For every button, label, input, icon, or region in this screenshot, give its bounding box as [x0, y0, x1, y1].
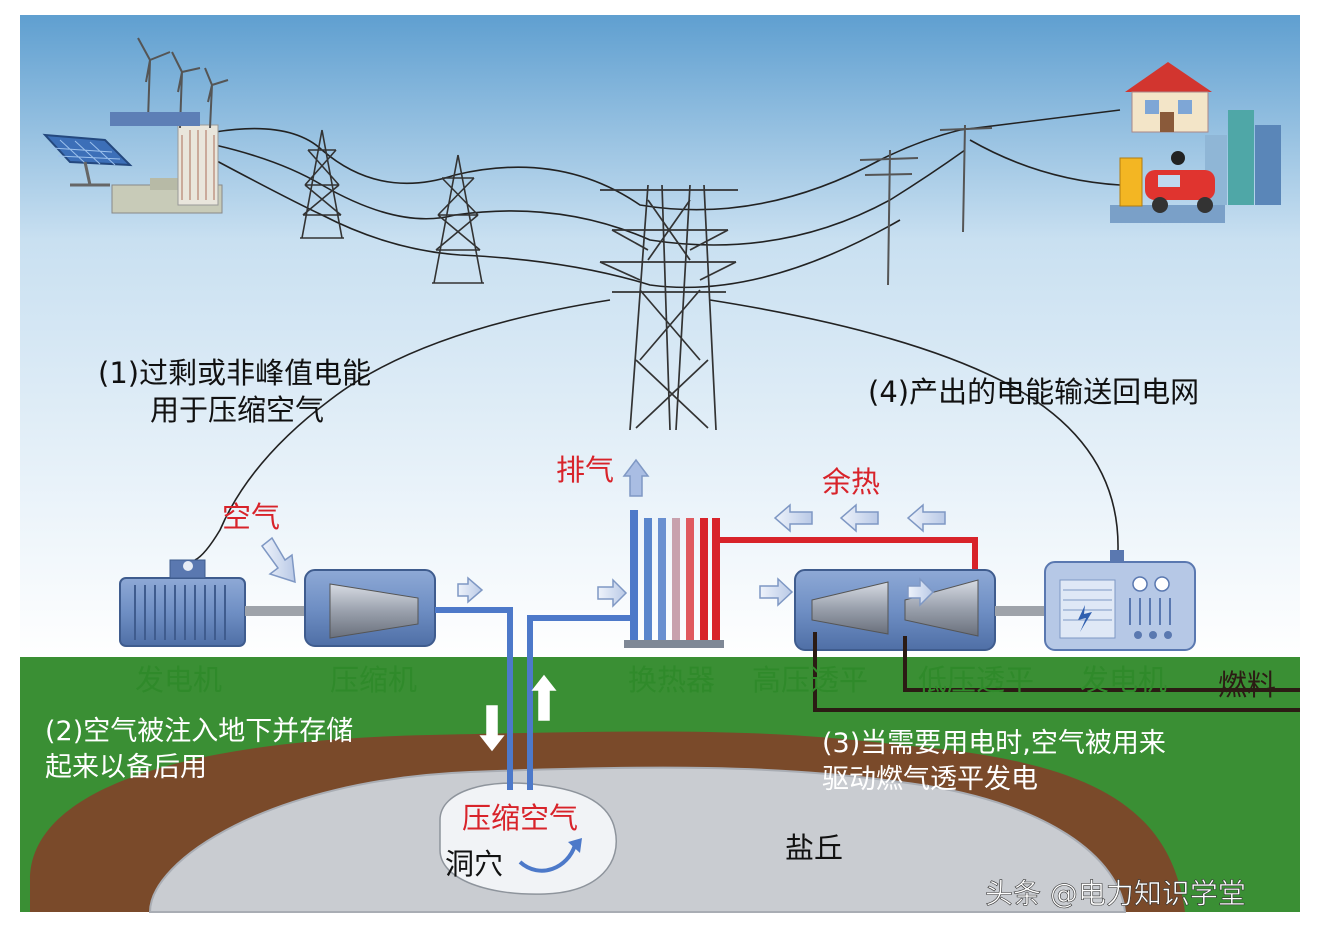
- cavern-swirl-arrow: [518, 844, 577, 873]
- hp-turbine-cone: [811, 581, 889, 635]
- compressor: [304, 569, 436, 647]
- label-salt-dome: 盐丘: [785, 831, 843, 865]
- label-compressed-air: 压缩空气: [462, 801, 578, 835]
- tower-small-2: [432, 154, 484, 284]
- watermark: 头条 @电力知识学堂: [985, 877, 1246, 910]
- air-intake-arrow: [260, 536, 296, 584]
- salt-dome: [148, 766, 1127, 913]
- down-arrow: [479, 705, 505, 752]
- mid-turbine-arrow: [907, 577, 935, 607]
- fuel-line: [813, 632, 1300, 712]
- cavern: [439, 782, 617, 895]
- step1-line2: 用于压缩空气: [150, 393, 324, 427]
- tower-small-1: [300, 129, 344, 239]
- air-pipes: [435, 607, 805, 790]
- label-waste-heat: 余热: [822, 465, 880, 499]
- heat-exchanger: [624, 510, 724, 648]
- generator-left: [119, 559, 246, 647]
- label-compressor: 压缩机: [330, 663, 417, 697]
- flow-arrows: [260, 458, 946, 752]
- solar-panel: [42, 133, 133, 187]
- wind-turbines: [137, 37, 229, 129]
- step2-line2: 起来以备后用: [45, 752, 207, 783]
- label-hp-turbine: 高压透平: [752, 663, 868, 697]
- consumers: [1110, 62, 1281, 223]
- hx-in-arrow: [597, 578, 628, 608]
- underground-labels: 洞穴 盐丘: [445, 831, 843, 881]
- waste-heat-arrow-2: [839, 503, 879, 533]
- waste-heat-arrow-3: [906, 503, 946, 533]
- house: [1125, 62, 1212, 133]
- up-arrow: [531, 674, 557, 721]
- label-exhaust: 排气: [556, 453, 614, 487]
- ground: [20, 657, 1300, 913]
- waste-heat-pipe: [716, 537, 978, 580]
- label-lp-turbine: 低压透平: [918, 663, 1034, 697]
- label-cavern: 洞穴: [445, 847, 503, 881]
- step-labels: (1)过剩或非峰值电能 用于压缩空气 (4)产出的电能输送回电网: [98, 356, 1199, 427]
- step2-line1: (2)空气被注入地下并存储: [45, 716, 353, 747]
- underground-step-labels: (2)空气被注入地下并存储 起来以备后用 (3)当需要用电时,空气被用来 驱动燃…: [45, 716, 1166, 795]
- coal-plant: [111, 124, 223, 214]
- generator-right: [1044, 550, 1196, 651]
- generation-plant: [42, 37, 229, 214]
- label-generator-left: 发电机: [135, 663, 222, 697]
- exhaust-arrow: [622, 458, 650, 497]
- waste-heat-arrow-1: [773, 503, 813, 533]
- ev-charger-and-car: [1110, 151, 1225, 223]
- label-heat-exchanger: 换热器: [628, 663, 715, 697]
- flow-labels: 空气 排气 余热 压缩空气: [222, 453, 880, 835]
- tower-large: [599, 184, 738, 431]
- turbine-housing: [794, 569, 996, 651]
- turbine-in-arrow: [759, 577, 794, 607]
- component-labels: 发电机 压缩机 换热器 高压透平 低压透平 发电机 燃料: [135, 663, 1276, 702]
- step1-line1: (1)过剩或非峰值电能: [98, 356, 371, 390]
- compressor-out-arrow: [457, 576, 484, 604]
- step4-label: (4)产出的电能输送回电网: [868, 375, 1199, 409]
- utility-poles: [859, 124, 993, 286]
- shaft-left: [245, 606, 305, 616]
- label-generator-right: 发电机: [1080, 663, 1167, 697]
- shaft-right: [995, 606, 1045, 616]
- lp-turbine-cone: [904, 579, 979, 637]
- city-buildings: [1205, 110, 1281, 205]
- step3-line1: (3)当需要用电时,空气被用来: [822, 728, 1166, 759]
- label-fuel: 燃料: [1218, 668, 1276, 702]
- label-air: 空气: [222, 500, 280, 534]
- step3-line2: 驱动燃气透平发电: [822, 764, 1038, 795]
